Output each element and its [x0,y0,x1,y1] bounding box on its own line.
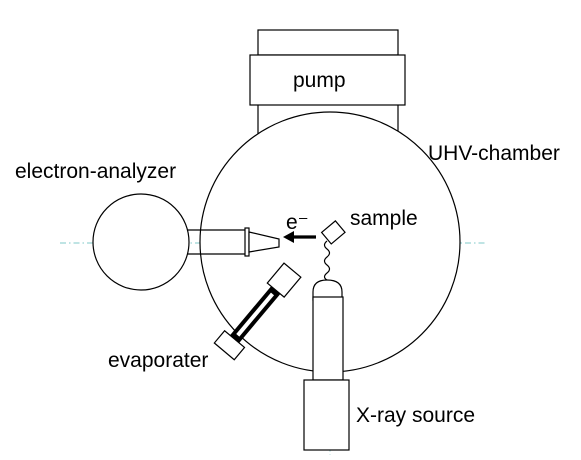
pump-body [249,54,406,106]
pump-label: pump [293,69,346,92]
xray-source [303,279,350,451]
pump-upper-flange [257,29,399,56]
evaporator-crucible [266,262,302,298]
xray-wave [323,240,331,281]
xray-source-label: X-ray source [356,404,475,427]
analyzer-sphere [92,193,190,291]
evaporator-flange [213,329,246,361]
electron-analyzer [92,193,280,291]
electron-label: e⁻ [286,211,309,234]
electron-arrow [283,231,316,243]
xray-source-tube [312,296,344,381]
pump [249,29,406,140]
analyzer-lens-cone [248,231,280,253]
analyzer-label: electron-analyzer [15,160,176,183]
xray-source-housing [303,379,350,451]
evaporator-label: evaporater [108,349,208,372]
sample [320,220,346,245]
xray-source-nose [312,279,343,301]
evaporator [213,262,302,361]
sample-label: sample [350,207,418,230]
chamber-label: UHV-chamber [428,142,560,165]
